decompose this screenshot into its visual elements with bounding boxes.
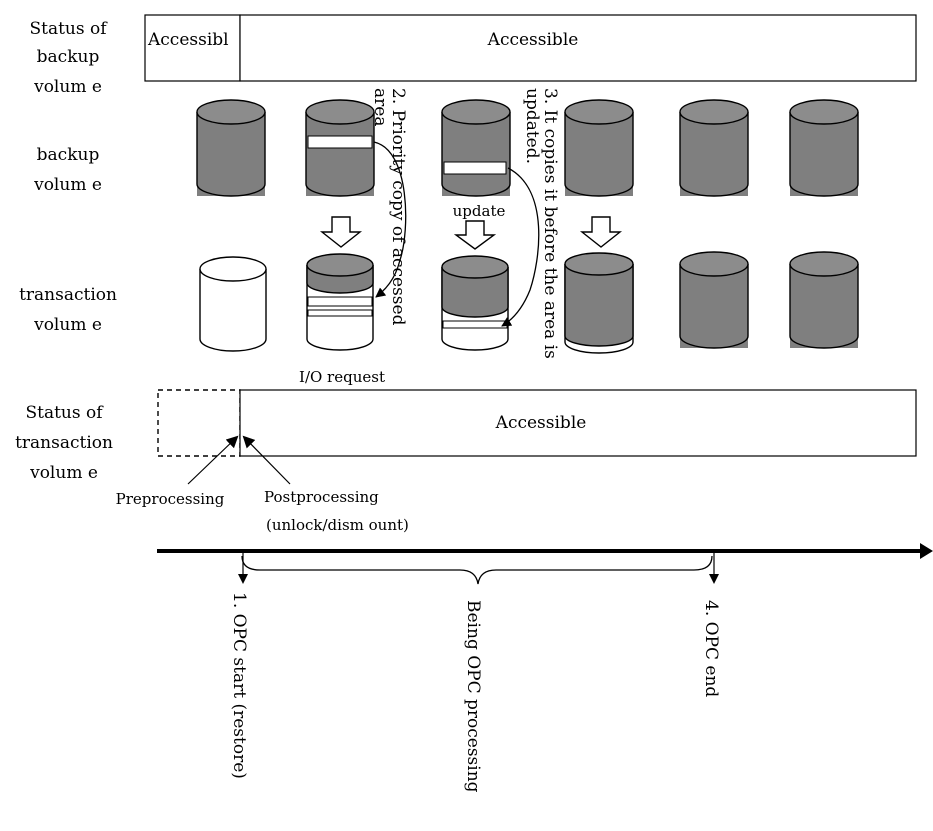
transaction-volume-3 [441,255,509,351]
opc-start-text: 1. OPC start (restore) [229,592,249,779]
transaction-status-bar: Accessible [157,389,917,457]
label-line: Status of [25,403,104,423]
backup-volume-5 [679,99,749,197]
annotation-line: updated. [522,88,542,164]
being-opc-text: Being OPC processing [463,600,483,793]
opc-end-tick-head [709,574,719,584]
backup-volume-6 [789,99,859,197]
priority-copy-arrow [373,141,407,298]
label-line: volum e [33,175,102,195]
opc-start-tick-head [238,574,248,584]
backup-status-small-box [144,14,241,82]
opc-end-text: 4. OPC end [701,600,721,697]
label-line: transaction [15,433,113,453]
update-label: update [453,202,506,220]
label-line: transaction [19,285,117,305]
copy-down-arrow-1 [319,216,363,248]
being-opc-label: Being OPC processing [463,600,483,793]
postprocessing-label: Postprocessing [264,488,379,506]
priority-copy-annotation: 2. Priority copy of accessed area [370,88,408,326]
transaction-status-accessible-box [239,389,917,457]
copy-down-arrow-2 [453,220,497,250]
label-line: volum e [33,77,102,97]
backup-status-large-box [239,14,917,82]
postprocessing-arrow [242,435,291,485]
postprocessing-sublabel: (unlock/dism ount) [266,516,409,534]
copy-before-update-annotation: 3. It copies it before the area is updat… [522,88,560,359]
label-line: volum e [33,315,102,335]
label-line: backup [37,145,100,165]
preprocessing-arrow [187,435,239,485]
backup-status-large-text: Accessible [487,30,579,50]
status-of-backup-volume-label: Status of backup volum e [29,19,108,97]
label-line: volum e [29,463,98,483]
backup-volume-2 [305,99,375,197]
transaction-volume-4 [564,252,634,354]
copy-before-update-arrow [501,167,540,327]
backup-volume-1 [196,99,266,197]
backup-volume-3 [441,99,511,197]
annotation-line: 3. It copies it before the area is [540,88,560,359]
accessed-area-stripe [307,135,373,149]
timeline-arrowhead [920,543,933,559]
preprocessing-label: Preprocessing [116,490,225,508]
label-line: Status of [29,19,108,39]
updated-area-stripe [443,161,507,175]
backup-status-small-text: Accessibl [147,30,229,50]
transaction-volume-2 [306,253,374,351]
label-line: backup [37,47,100,67]
backup-volume-label: backup volum e [33,145,102,195]
transaction-volume-label: transaction volum e [19,285,117,335]
opc-end-label: 4. OPC end [701,600,721,697]
backup-volume-4 [564,99,634,197]
io-request-label: I/O request [299,368,385,386]
transaction-volume-5 [679,251,749,349]
transaction-status-text: Accessible [495,413,587,433]
copy-down-arrow-3 [579,216,623,248]
transaction-volume-6 [789,251,859,349]
transaction-volume-1 [199,256,267,352]
status-of-transaction-volume-label: Status of transaction volum e [15,403,113,483]
opc-processing-brace [241,555,713,585]
opc-start-label: 1. OPC start (restore) [229,592,249,779]
annotation-line: 2. Priority copy of accessed [388,88,408,326]
backup-status-bar: Accessibl Accessible [144,14,917,82]
annotation-line: area [370,88,390,126]
